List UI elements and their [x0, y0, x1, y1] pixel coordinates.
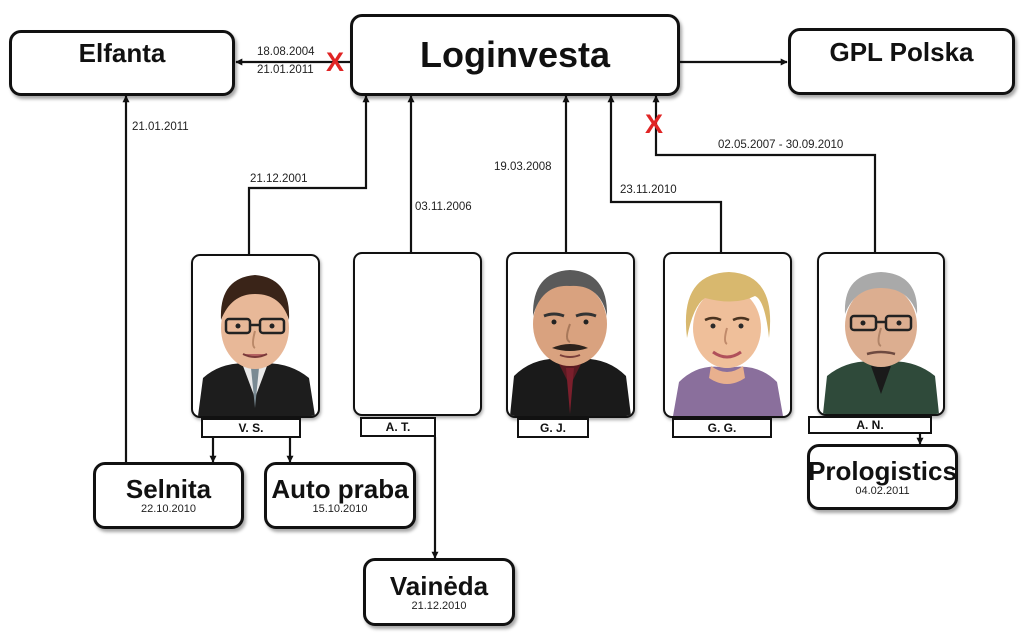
person-vs-initials: V. S. [201, 418, 301, 438]
auto-praba-box[interactable]: Auto praba 15.10.2010 [264, 462, 416, 529]
date-vs-loginvesta: 21.12.2001 [250, 173, 308, 185]
link-vs-loginvesta [247, 95, 370, 254]
loginvesta-name: Loginvesta [419, 34, 611, 75]
ended-link-mark-elfanta: X [326, 47, 345, 77]
vaineda-name: Vainėda [389, 570, 489, 601]
selnita-box[interactable]: Selnita 22.10.2010 [93, 462, 244, 529]
date-at-loginvesta: 03.11.2006 [415, 201, 472, 213]
date-an-loginvesta: 02.05.2007 - 30.09.2010 [718, 139, 844, 151]
man-glasses-portrait [823, 272, 939, 414]
elfanta-box[interactable]: Elfanta [9, 30, 235, 96]
prologistics-date: 04.02.2011 [855, 484, 910, 497]
link-an-loginvesta [652, 95, 877, 252]
date-gg-loginvesta: 23.11.2010 [620, 184, 677, 196]
person-gj-initials: G. J. [517, 418, 589, 438]
auto-praba-date: 15.10.2010 [312, 503, 368, 515]
person-gg-initials: G. G. [672, 418, 772, 438]
date-elfanta-loginvesta-start: 18.08.2004 [257, 46, 315, 58]
link-gg-loginvesta [607, 95, 723, 252]
person-at-photo [353, 252, 482, 416]
prologistics-name: Prologistics [808, 455, 957, 486]
loginvesta-box[interactable]: Loginvesta [350, 14, 680, 96]
person-at-initials: A. T. [360, 417, 436, 437]
man-mustache-portrait [510, 270, 631, 416]
selnita-date: 22.10.2010 [140, 503, 197, 515]
person-gj-photo [506, 252, 635, 418]
woman-portrait [673, 272, 783, 416]
vaineda-date: 21.12.2010 [411, 599, 467, 612]
date-gj-loginvesta: 19.03.2008 [494, 161, 552, 173]
person-gg-photo [663, 252, 792, 418]
selnita-name: Selnita [125, 474, 212, 504]
empty-portrait [355, 254, 480, 414]
vaineda-box[interactable]: Vainėda 21.12.2010 [363, 558, 515, 626]
person-vs-photo [191, 254, 320, 418]
date-selnita-elfanta: 21.01.2011 [132, 121, 189, 133]
person-an-initials: A. N. [808, 416, 932, 434]
date-elfanta-loginvesta-end: 21.01.2011 [257, 64, 314, 76]
gpl-polska-box[interactable]: GPL Polska [788, 28, 1015, 95]
prologistics-box[interactable]: Prologistics 04.02.2011 [807, 444, 958, 510]
gpl-polska-name: GPL Polska [829, 36, 974, 67]
man-glasses-portrait [198, 275, 315, 416]
person-an-photo [817, 252, 945, 416]
elfanta-name: Elfanta [78, 38, 166, 68]
ended-link-mark-an: X [645, 109, 664, 139]
auto-praba-name: Auto praba [271, 474, 409, 504]
